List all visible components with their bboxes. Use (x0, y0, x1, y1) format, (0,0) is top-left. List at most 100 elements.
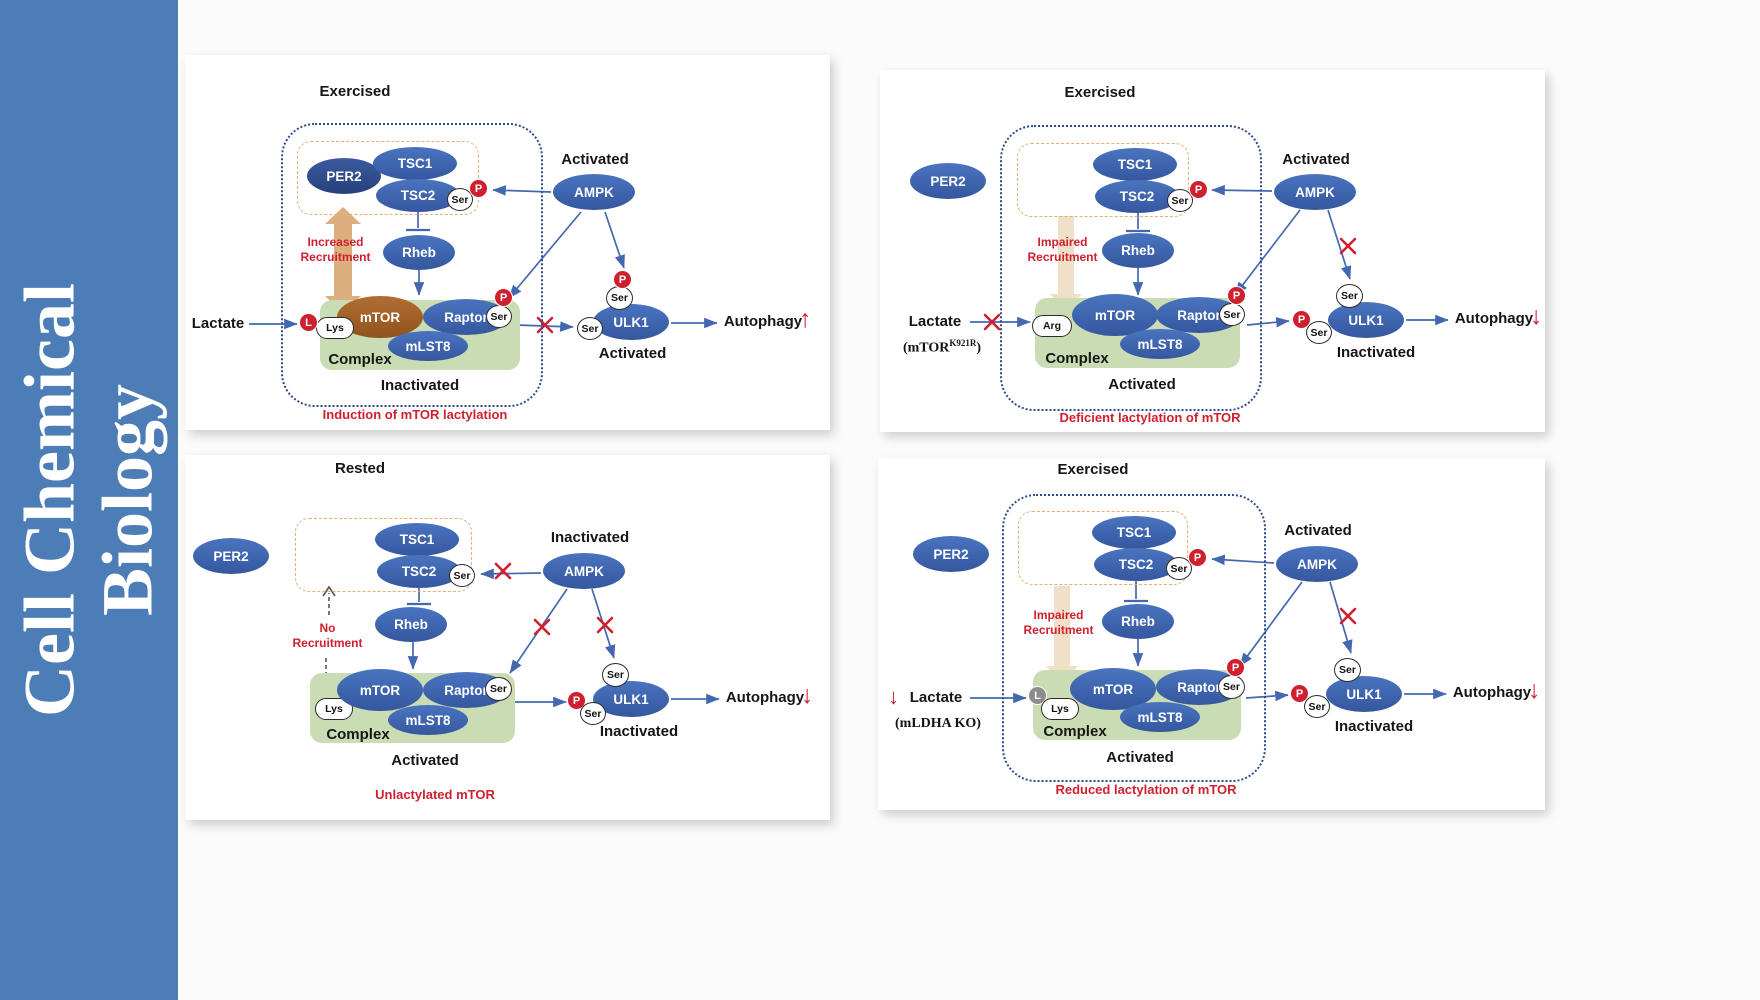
mutation-note-post: ) (976, 340, 982, 356)
ser-badge: Ser (580, 702, 606, 725)
mlst8-protein: mLST8 (388, 705, 468, 735)
pathway-arrows-p3 (319, 562, 720, 708)
ulk1-protein: ULK1 (1326, 676, 1402, 712)
autophagy-down-arrow: ↓ (1530, 302, 1543, 330)
ampk-protein: AMPK (1276, 546, 1358, 582)
ulk1-state-label: Inactivated (599, 723, 679, 740)
journal-title: Cell Chemical Biology (9, 20, 167, 980)
panel-unlactylated: Rested PER2 TSC1 TSC2 Ser Inactivated AM… (185, 455, 830, 820)
ser-badge: Ser (486, 305, 512, 328)
rheb-protein: Rheb (375, 607, 447, 642)
panel-title: Exercised (1057, 461, 1129, 478)
ser-badge: Ser (449, 564, 475, 587)
recruitment-label: Impaired Recruitment (1023, 608, 1094, 637)
per2-tsc-recruitment-box (1017, 143, 1189, 217)
panel-title: Exercised (1064, 84, 1136, 101)
complex-label: Complex (1043, 723, 1107, 740)
ser-badge: Ser (1304, 695, 1330, 718)
per2-tsc-recruitment-box (297, 141, 479, 215)
ser-badge: Ser (447, 188, 473, 211)
tsc2-protein: TSC2 (1094, 548, 1178, 581)
recruitment-label: Impaired Recruitment (1027, 235, 1098, 264)
per2-tsc-recruitment-box (1018, 511, 1188, 585)
exercise-boundary-dotted (281, 123, 543, 407)
phospho-badge: P (1292, 310, 1311, 329)
journal-sidebar: Cell Chemical Biology (0, 0, 178, 1000)
lactyl-badge-gray: L (1028, 686, 1047, 705)
panel-caption: Deficient lactylation of mTOR (1059, 410, 1241, 425)
mlst8-protein: mLST8 (1120, 702, 1200, 732)
recruitment-label: No Recruitment (292, 621, 363, 650)
per2-tsc-recruitment-box (295, 518, 472, 592)
complex-label: Complex (326, 726, 390, 743)
ulk1-protein: ULK1 (593, 304, 669, 340)
ampk-protein: AMPK (543, 553, 625, 589)
phospho-badge: P (613, 270, 632, 289)
tsc1-protein: TSC1 (1093, 148, 1177, 181)
complex-state-label: Inactivated (380, 377, 460, 394)
ulk1-state-label: Inactivated (1336, 344, 1416, 361)
lys-badge: Lys (1041, 698, 1079, 720)
recruitment-label: Increased Recruitment (300, 235, 371, 264)
ampk-protein: AMPK (553, 174, 635, 210)
rheb-protein: Rheb (1102, 233, 1174, 268)
phospho-badge: P (1290, 684, 1309, 703)
complex-label: Complex (328, 351, 392, 368)
complex-label: Complex (1045, 350, 1109, 367)
mutation-note-sup: K921R (949, 338, 977, 348)
panel-caption: Unlactylated mTOR (375, 787, 495, 802)
per2-protein: PER2 (910, 163, 986, 199)
autophagy-label: Autophagy (725, 689, 805, 706)
ulk1-protein: ULK1 (1328, 302, 1404, 338)
ampk-state-label: Activated (1282, 151, 1350, 168)
panel-caption: Induction of mTOR lactylation (322, 407, 508, 422)
autophagy-down-arrow: ↓ (1528, 676, 1541, 704)
ser-badge: Ser (606, 286, 633, 310)
ser-badge: Ser (1218, 675, 1245, 699)
complex-state-label: Activated (391, 752, 459, 769)
panel-induction-lactylation: Exercised PER2 TSC1 TSC2 Ser P Activated… (185, 55, 830, 430)
panel-caption: Reduced lactylation of mTOR (1055, 782, 1237, 797)
phospho-badge: P (1189, 180, 1208, 199)
tsc1-protein: TSC1 (373, 147, 457, 180)
ser-badge: Ser (1306, 321, 1332, 344)
ulk1-state-label: Inactivated (1334, 718, 1414, 735)
lactate-label: Lactate (908, 313, 962, 330)
ser-badge: Ser (1167, 189, 1193, 212)
arg-badge: Arg (1032, 315, 1072, 337)
complex-state-label: Activated (1106, 749, 1174, 766)
lactate-label: Lactate (909, 689, 963, 706)
lactyl-badge: L (299, 313, 318, 332)
exercise-boundary-dotted (1000, 125, 1262, 411)
autophagy-up-arrow: ↑ (799, 305, 812, 333)
ampk-protein: AMPK (1274, 174, 1356, 210)
rheb-protein: Rheb (383, 235, 455, 270)
phospho-badge: P (494, 288, 513, 307)
tsc2-protein: TSC2 (376, 179, 460, 212)
phospho-badge: P (1226, 658, 1245, 677)
mtor-protein: mTOR (1072, 294, 1158, 336)
mutation-note: (mTORK921R) (888, 338, 996, 357)
phospho-badge: P (469, 179, 488, 198)
blocked-x-icon (1339, 607, 1357, 625)
mutation-note-pre: (mTOR (902, 340, 950, 356)
per2-protein: PER2 (307, 158, 381, 194)
lys-badge: Lys (315, 698, 353, 720)
tsc2-protein: TSC2 (1095, 180, 1179, 213)
panel-reduced-lactylation: Exercised PER2 TSC1 TSC2 Ser P Activated… (878, 458, 1545, 810)
lys-badge: Lys (316, 317, 354, 339)
panel-title: Exercised (319, 83, 391, 100)
autophagy-down-arrow: ↓ (801, 681, 814, 709)
exercise-boundary-dotted (1002, 494, 1266, 782)
mlst8-protein: mLST8 (1120, 329, 1200, 359)
rheb-protein: Rheb (1102, 604, 1174, 639)
ampk-state-label: Activated (561, 151, 629, 168)
per2-protein: PER2 (193, 538, 269, 574)
ulk1-state-label: Activated (598, 345, 667, 362)
tsc1-protein: TSC1 (1092, 516, 1176, 549)
phospho-badge: P (1188, 548, 1207, 567)
ser-badge: Ser (485, 677, 512, 701)
journal-title-line2: Biology (87, 383, 167, 617)
tsc2-protein: TSC2 (377, 555, 461, 588)
ser-badge: Ser (602, 663, 629, 687)
